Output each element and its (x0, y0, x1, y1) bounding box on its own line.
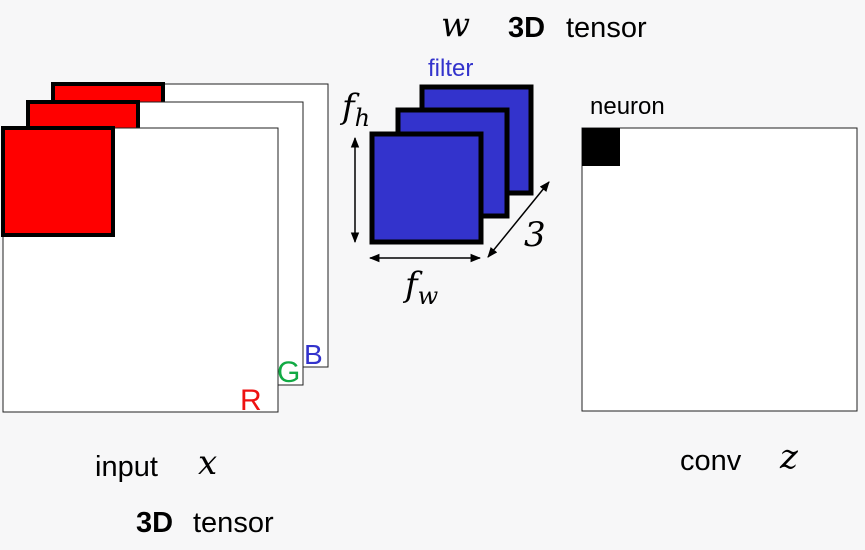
filter-height-label: fh (339, 87, 370, 132)
filter-slice-front (369, 131, 484, 245)
neuron-cell (582, 128, 620, 166)
input-tensor-word: tensor (193, 507, 274, 539)
conv-output-plane (581, 127, 858, 412)
filter-width-label: fw (402, 265, 439, 310)
channel-g-patch (26, 100, 140, 132)
filter-label: filter (428, 55, 473, 82)
filter-width-sub: w (418, 282, 439, 310)
channel-label-b: B (304, 339, 323, 370)
input-tensor: B G R (1, 82, 329, 417)
conv-caption-var: z (779, 437, 799, 477)
filter-stack (369, 84, 534, 245)
channel-label-r: R (240, 384, 262, 417)
input-caption-var: x (198, 443, 217, 483)
conv-caption-word: conv (680, 445, 742, 477)
channel-label-g: G (277, 356, 300, 389)
input-tensor-bold: 3D (136, 507, 173, 539)
filter-depth-label: 3 (524, 215, 546, 255)
filter-tensor-bold: 3D (508, 12, 545, 44)
filter-var: w (441, 5, 470, 45)
input-caption-word: input (95, 451, 158, 483)
filter-height-sub: h (355, 104, 370, 132)
channel-r-patch (1, 126, 115, 237)
filter-tensor-word: tensor (566, 12, 647, 44)
filter-depth-arrow (487, 181, 550, 258)
neuron-label: neuron (590, 93, 665, 120)
